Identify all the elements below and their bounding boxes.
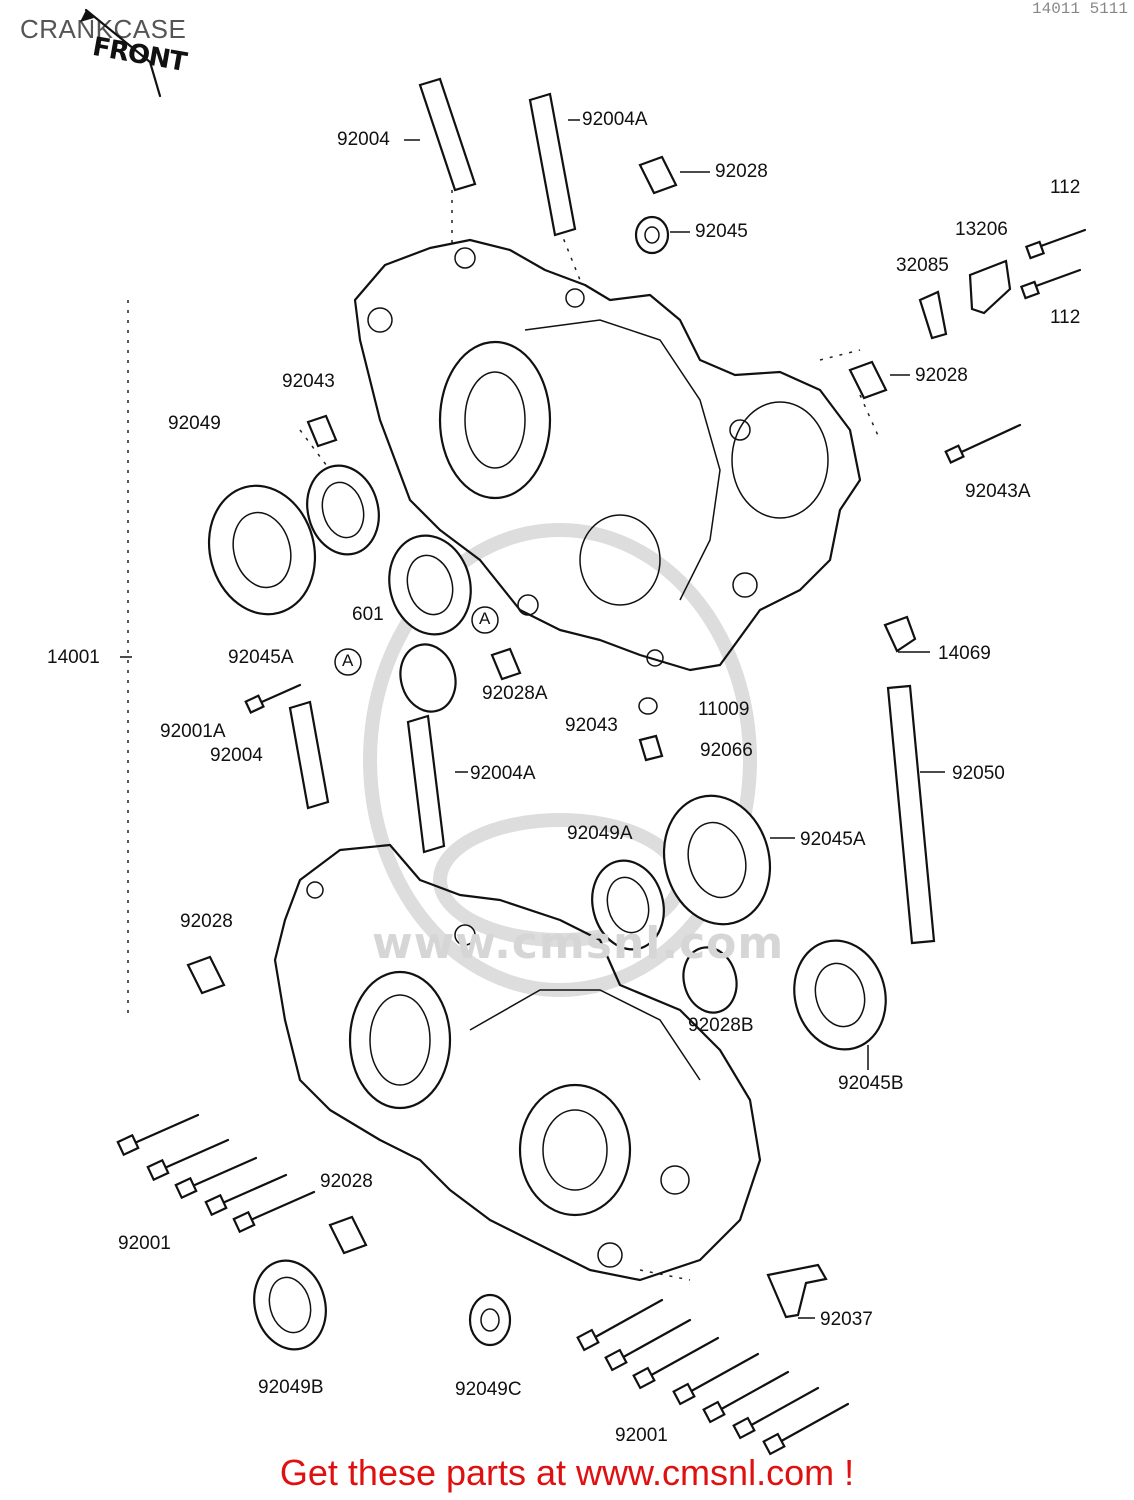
rod-92050 bbox=[886, 684, 936, 945]
part-label-92028B[interactable]: 92028B bbox=[688, 1015, 754, 1036]
bolts bbox=[116, 228, 1087, 1456]
front-arrow-icon bbox=[80, 8, 162, 98]
diagram-title: CRANKCASE bbox=[20, 14, 187, 44]
lower-crankcase-half bbox=[273, 843, 762, 1282]
part-label-92001[interactable]: 92001 bbox=[118, 1233, 171, 1254]
small-fittings bbox=[186, 155, 1012, 1319]
part-label-92043A[interactable]: 92043A bbox=[965, 481, 1031, 502]
part-label-92049B[interactable]: 92049B bbox=[258, 1377, 324, 1398]
part-label-92066[interactable]: 92066 bbox=[700, 740, 753, 761]
part-label-14001[interactable]: 14001 bbox=[47, 647, 100, 668]
part-label-92049C[interactable]: 92049C bbox=[455, 1379, 522, 1400]
part-label-92001[interactable]: 92001 bbox=[615, 1425, 668, 1446]
part-label-92004[interactable]: 92004 bbox=[210, 745, 263, 766]
pipe-92004A-lower bbox=[406, 714, 446, 854]
part-label-92037[interactable]: 92037 bbox=[820, 1309, 873, 1330]
part-label-13206[interactable]: 13206 bbox=[955, 219, 1008, 240]
part-label-601[interactable]: 601 bbox=[352, 604, 384, 625]
part-label-92049A[interactable]: 92049A bbox=[567, 823, 633, 844]
marker-a-label: A bbox=[479, 609, 491, 628]
part-label-92028[interactable]: 92028 bbox=[180, 911, 233, 932]
part-label-112[interactable]: 112 bbox=[1050, 307, 1081, 328]
part-label-92045A[interactable]: 92045A bbox=[800, 829, 866, 850]
tubes bbox=[288, 77, 936, 945]
part-label-92043[interactable]: 92043 bbox=[282, 371, 335, 392]
part-label-92028[interactable]: 92028 bbox=[915, 365, 968, 386]
part-label-11009[interactable]: 11009 bbox=[698, 699, 750, 720]
alignment-lines bbox=[127, 190, 881, 1281]
leader-lines bbox=[120, 119, 945, 1319]
bearings bbox=[207, 464, 887, 1351]
footer-link[interactable]: Get these parts at www.cmsnl.com ! bbox=[279, 1452, 855, 1493]
part-label-92049[interactable]: 92049 bbox=[168, 413, 221, 434]
pipe-92004A-upper bbox=[528, 92, 577, 237]
part-label-32085[interactable]: 32085 bbox=[896, 255, 949, 276]
upper-crankcase-half bbox=[353, 238, 862, 672]
part-label-92004[interactable]: 92004 bbox=[337, 129, 390, 150]
part-label-92045B[interactable]: 92045B bbox=[838, 1073, 904, 1094]
part-label-92028A[interactable]: 92028A bbox=[482, 683, 548, 704]
part-label-92050[interactable]: 92050 bbox=[952, 763, 1005, 784]
part-label-112[interactable]: 112 bbox=[1050, 177, 1081, 198]
watermark-text: www.cmsnl.com bbox=[372, 918, 785, 969]
marker-a-label: A bbox=[342, 651, 354, 670]
part-label-92004A[interactable]: 92004A bbox=[582, 109, 648, 130]
part-label-92028[interactable]: 92028 bbox=[320, 1171, 373, 1192]
marker-a-1 bbox=[471, 606, 499, 634]
part-label-92045[interactable]: 92045 bbox=[695, 221, 748, 242]
reference-code: 14011 5111 bbox=[1031, 0, 1128, 18]
part-label-14069[interactable]: 14069 bbox=[938, 643, 991, 664]
part-label-92045A[interactable]: 92045A bbox=[228, 647, 294, 668]
part-label-92028[interactable]: 92028 bbox=[715, 161, 768, 182]
pipe-92004-upper bbox=[418, 77, 477, 192]
part-label-92043[interactable]: 92043 bbox=[565, 715, 618, 736]
pipe-92004-lower bbox=[288, 700, 330, 810]
bolt-set-92001-right bbox=[576, 1298, 850, 1456]
bolt-set-92001-left bbox=[116, 1113, 316, 1234]
part-label-92001A[interactable]: 92001A bbox=[160, 721, 226, 742]
marker-a-2 bbox=[334, 648, 362, 676]
part-label-92004A[interactable]: 92004A bbox=[470, 763, 536, 784]
